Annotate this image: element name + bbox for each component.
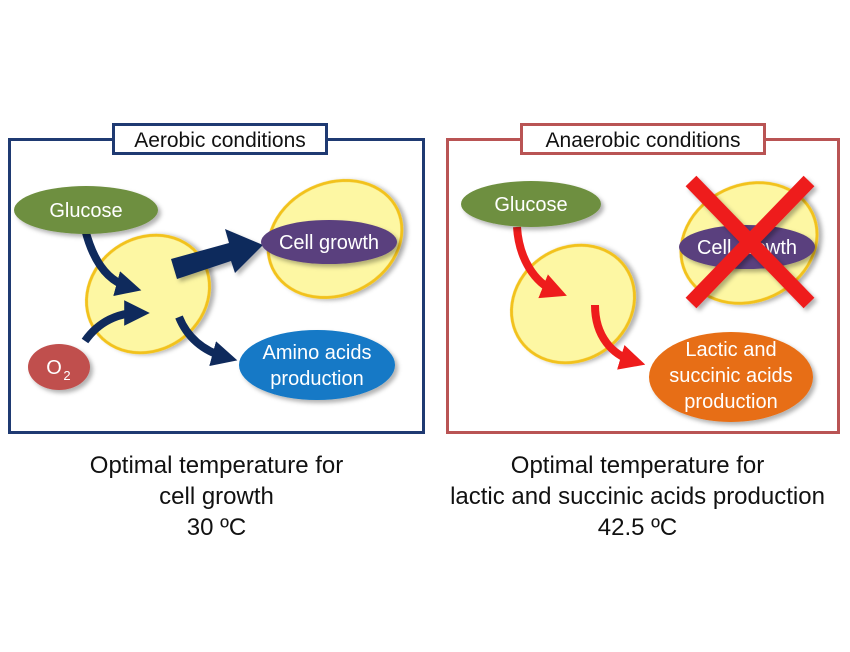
aerobic-growth-arrow — [171, 229, 263, 279]
aerobic-cell-growth-node: Cell growth — [261, 220, 397, 264]
aerobic-diagram: Glucose O 2 Cell growth Amino acids prod… — [14, 178, 404, 400]
aerobic-product-line2: production — [270, 368, 363, 390]
anaerobic-caption: Optimal temperature for lactic and succi… — [425, 450, 850, 543]
anaerobic-caption-line2: lactic and succinic acids production — [450, 483, 825, 510]
aerobic-caption-line2: cell growth — [159, 483, 274, 510]
anaerobic-product-line2: succinic acids — [669, 365, 792, 387]
anaerobic-product-arrow — [591, 304, 646, 370]
aerobic-glucose-label: Glucose — [49, 200, 122, 222]
anaerobic-diagram: Glucose Cell growth Lactic and succinic … — [461, 175, 819, 422]
aerobic-caption: Optimal temperature for cell growth 30 º… — [8, 450, 425, 543]
anaerobic-product-line1: Lactic and — [685, 339, 776, 361]
aerobic-panel-title: Aerobic conditions — [112, 123, 328, 155]
anaerobic-product-line3: production — [684, 391, 777, 413]
aerobic-oxygen-subscript: 2 — [63, 368, 70, 383]
aerobic-glucose-node: Glucose — [14, 186, 158, 234]
aerobic-oxygen-arrow — [81, 300, 150, 344]
aerobic-caption-temperature: 30 ºC — [186, 514, 247, 541]
aerobic-oxygen-label: O — [46, 357, 62, 379]
aerobic-product-node: Amino acids production — [239, 330, 395, 400]
aerobic-product-arrow — [175, 315, 238, 366]
anaerobic-caption-line1: Optimal temperature for — [510, 452, 765, 479]
aerobic-oxygen-node: O 2 — [28, 344, 90, 390]
anaerobic-caption-temperature: 42.5 ºC — [597, 514, 678, 541]
anaerobic-glucose-node: Glucose — [461, 181, 601, 227]
anaerobic-product-node: Lactic and succinic acids production — [649, 332, 813, 422]
anaerobic-panel: Anaerobic conditions Glucose Cell growth — [446, 123, 840, 434]
aerobic-cell-growth-label: Cell growth — [279, 232, 379, 254]
aerobic-product-line1: Amino acids — [263, 342, 372, 364]
anaerobic-glucose-label: Glucose — [494, 194, 567, 216]
blocked-cross-icon — [685, 175, 815, 309]
anaerobic-glucose-arrow — [513, 226, 567, 299]
aerobic-glucose-arrow — [81, 228, 142, 296]
aerobic-panel: Aerobic conditions Glucose O 2 — [8, 123, 425, 434]
anaerobic-panel-title: Anaerobic conditions — [520, 123, 766, 155]
aerobic-caption-line1: Optimal temperature for — [89, 452, 344, 479]
